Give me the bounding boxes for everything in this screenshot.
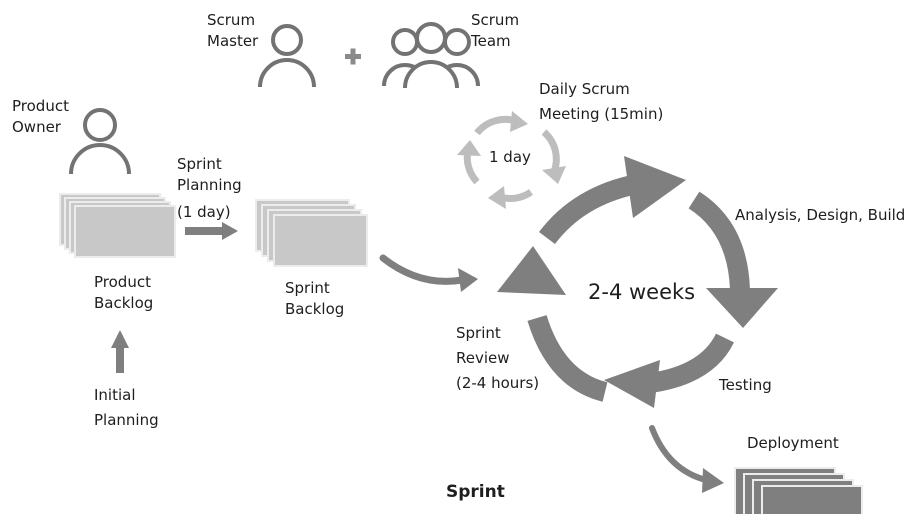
sprint-planning-arrow [185,222,238,240]
daily-scrum-label: Daily Scrum Meeting (15min) [539,80,664,123]
deployment-arrow [649,425,724,493]
cycle-duration-label: 2-4 weeks [588,280,696,304]
scrum-team-label: Scrum Team [471,11,520,50]
sprint-review-label: Sprint Review (2-4 hours) [456,324,540,392]
deployment-label: Deployment [747,434,839,452]
sprint-planning-label: Sprint Planning (1 day) [177,155,242,221]
initial-planning-arrow [111,330,129,373]
deployment-stack [734,467,863,514]
sprint-backlog-label: Sprint Backlog [285,279,345,318]
daily-cycle-label: 1 day [489,148,531,166]
product-backlog-stack [59,193,176,258]
sprint-cycle-arrows [497,156,778,408]
initial-planning-label: Initial Planning [94,386,159,429]
product-backlog-label: Product Backlog [94,273,154,312]
scrum-master-icon [258,24,316,88]
sprint-backlog-stack [255,199,368,267]
product-owner-label: Product Owner [12,97,69,136]
sprint-title: Sprint [446,482,505,502]
backlog-to-cycle-arrow [379,254,478,292]
testing-label: Testing [719,376,772,394]
plus-icon [345,48,361,65]
scrum-team-icon [382,22,480,89]
scrum-master-label: Scrum Master [207,11,259,50]
daily-scrum-cycle-icon [457,111,566,209]
product-owner-icon [69,108,131,175]
analysis-label: Analysis, Design, Build [735,206,906,224]
